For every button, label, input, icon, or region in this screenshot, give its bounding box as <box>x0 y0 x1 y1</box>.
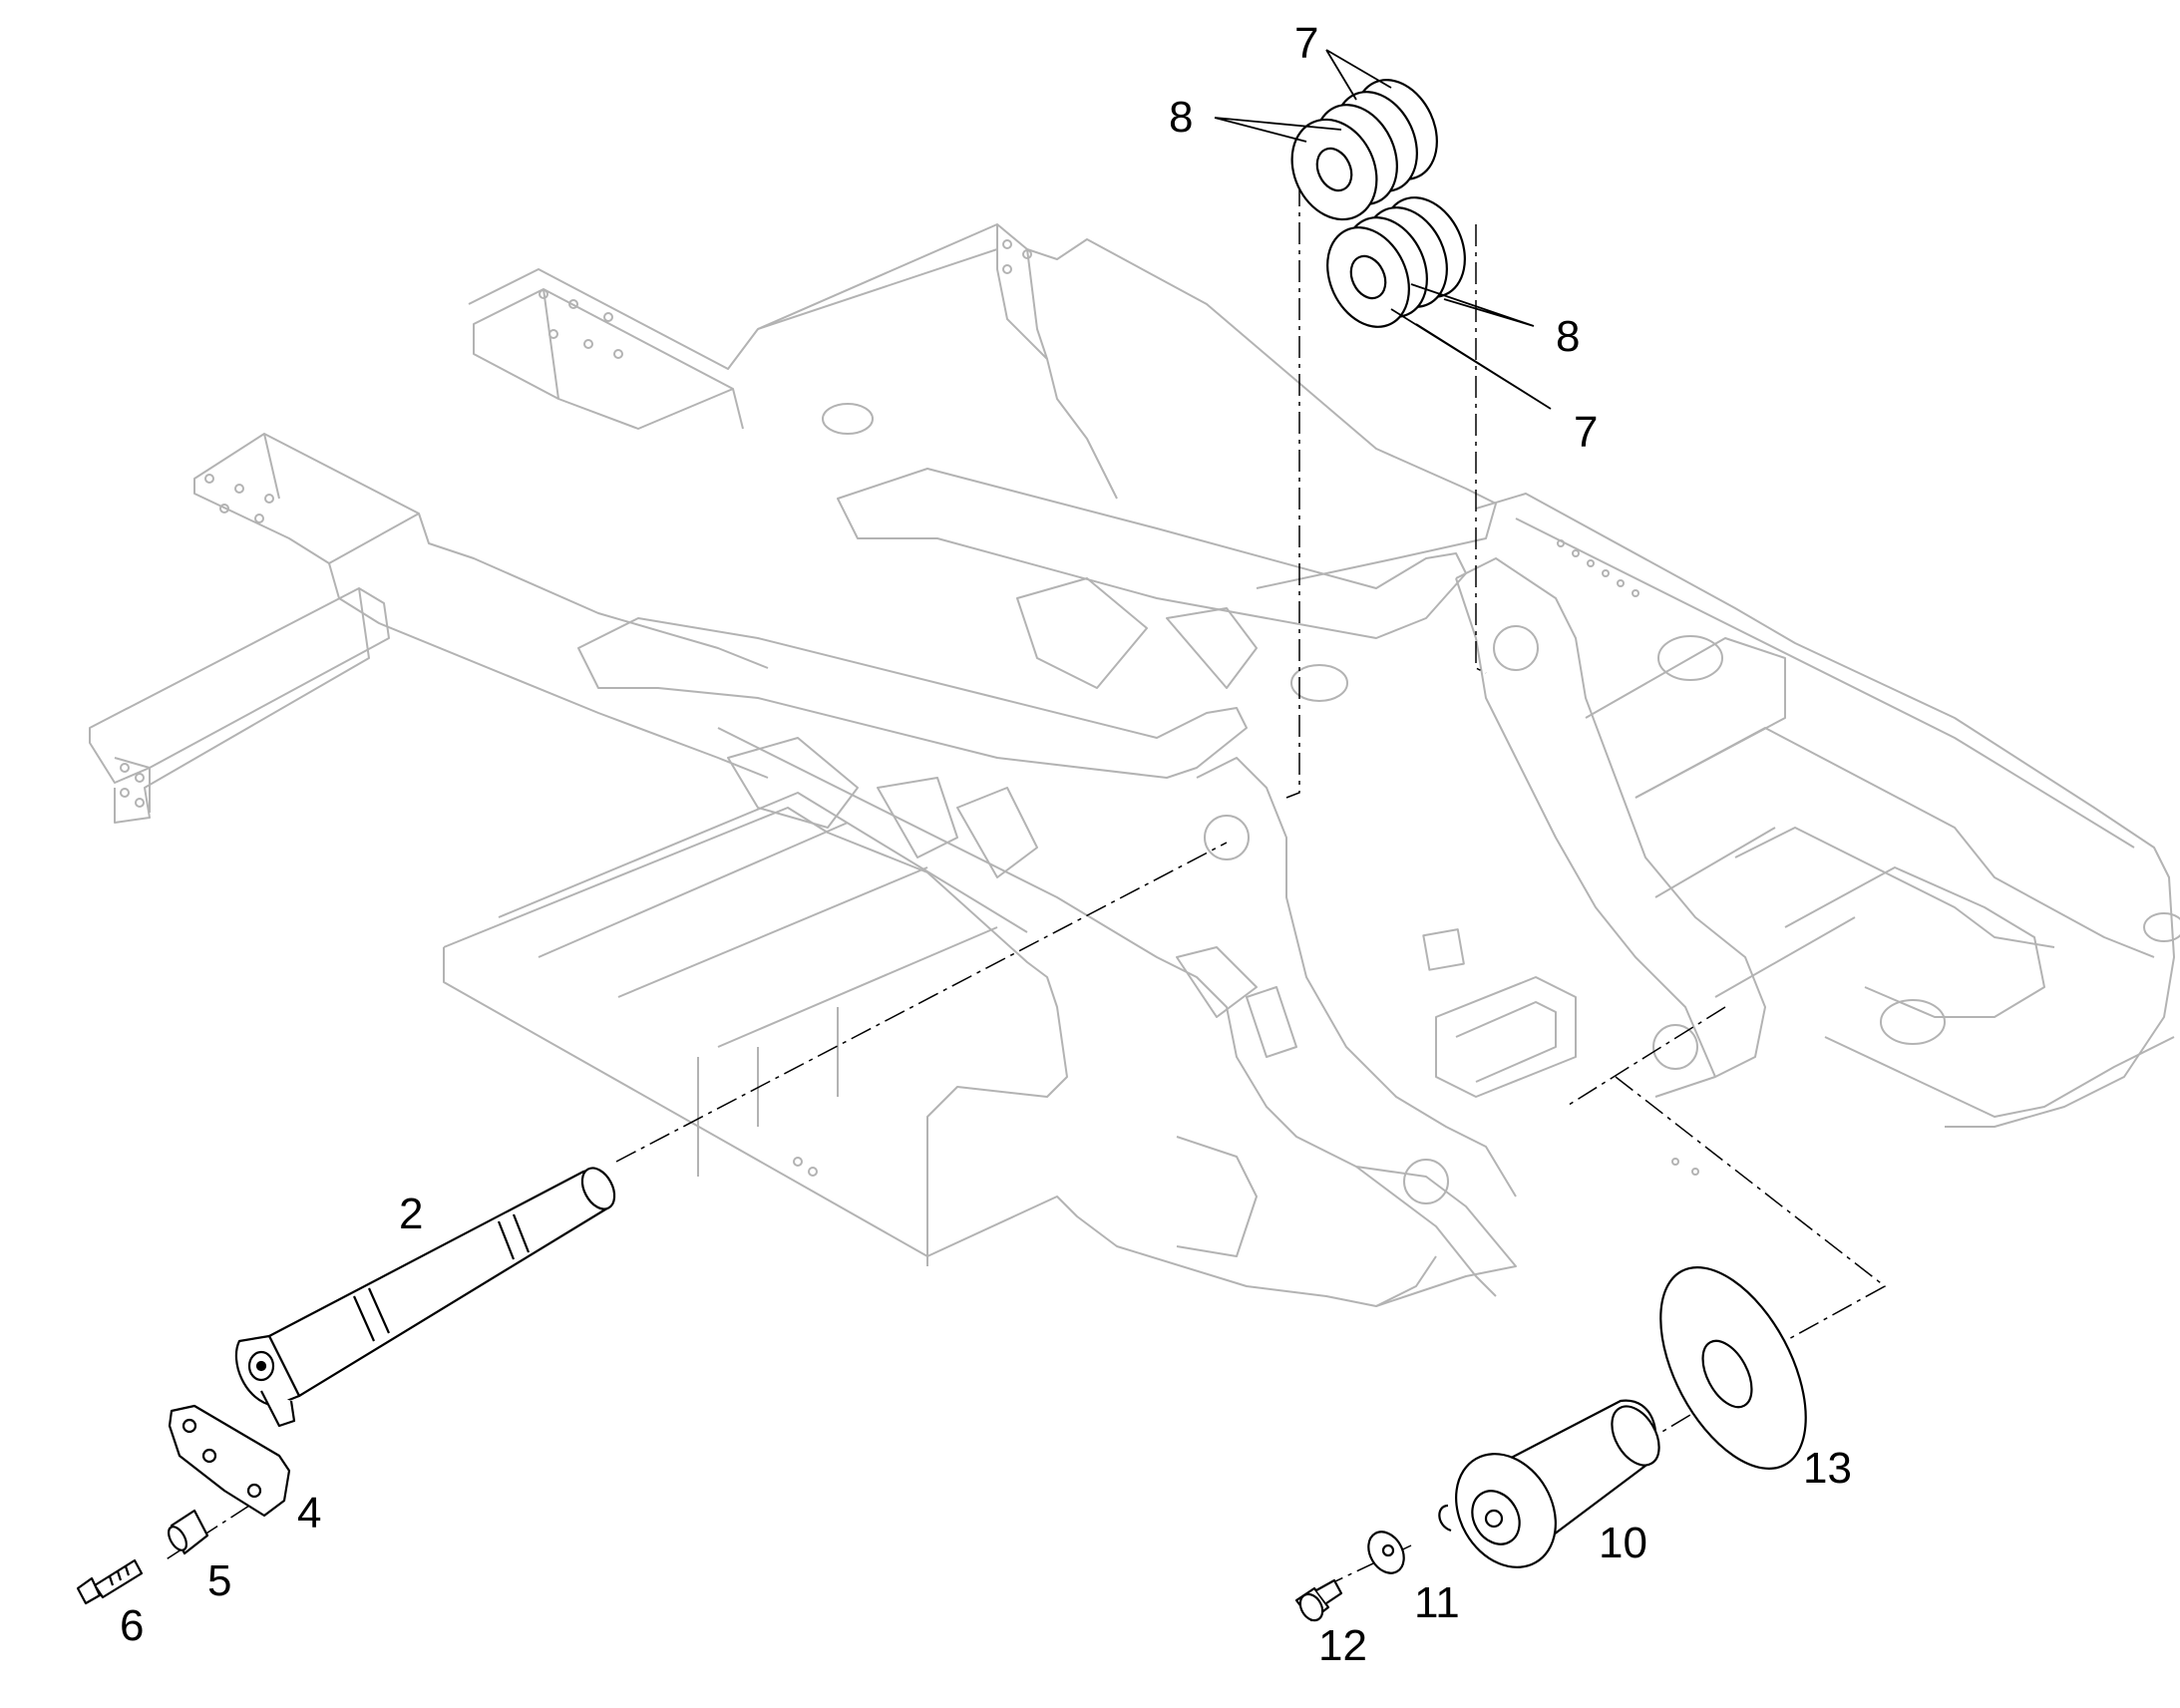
frame-rail-left <box>194 434 419 563</box>
callout-5: 5 <box>207 1556 231 1605</box>
callout-2: 2 <box>399 1190 423 1238</box>
frame-rail-upper-inner <box>474 289 733 429</box>
washer-stack-lower <box>1326 196 1466 328</box>
callout-7-lower: 7 <box>1574 408 1598 457</box>
callout-8-upper: 8 <box>1169 93 1193 142</box>
leader-8-lower <box>1410 283 1535 327</box>
guide-line-washers-upper <box>1285 184 1300 799</box>
callout-6: 6 <box>120 1601 144 1650</box>
callout-10: 10 <box>1599 1519 1647 1567</box>
frame-box <box>1436 977 1576 1097</box>
leader-lines <box>1214 49 1552 410</box>
callout-4: 4 <box>297 1489 321 1537</box>
assembly-guide-lines <box>164 184 1887 1591</box>
leader-8-upper <box>1214 117 1342 143</box>
callout-numbers: 7 8 8 7 2 4 5 6 10 11 12 13 <box>120 19 1852 1670</box>
washer-stack-upper <box>1290 79 1438 221</box>
pin-2 <box>234 1167 616 1428</box>
leader-7-upper <box>1325 49 1392 101</box>
frame-platform-left <box>444 808 1067 1256</box>
callout-12: 12 <box>1318 1621 1367 1670</box>
spacer-5 <box>168 1509 209 1555</box>
frame-arm-upper <box>838 469 1466 638</box>
callout-8-lower: 8 <box>1556 312 1580 361</box>
washer-11 <box>1367 1531 1405 1574</box>
plate-4 <box>168 1404 291 1518</box>
guide-line-pin-2 <box>615 842 1228 1163</box>
frame-pivot-hole <box>1205 816 1249 859</box>
bolt-12 <box>1294 1578 1343 1622</box>
pin-10 <box>1438 1399 1660 1568</box>
callout-7-upper: 7 <box>1294 19 1318 68</box>
guide-line-pin-10 <box>1565 1006 1887 1342</box>
frame-right <box>1476 494 2174 1127</box>
chassis-frame <box>90 224 2180 1306</box>
callout-11: 11 <box>1414 1578 1460 1627</box>
disc-13 <box>1659 1266 1807 1470</box>
bolt-6 <box>76 1558 144 1605</box>
frame-rail-upper <box>469 224 1496 588</box>
leader-7-lower <box>1390 308 1552 410</box>
guide-line-washers-lower <box>1475 224 1487 674</box>
frame-center-body <box>718 728 1516 1306</box>
frame-cross-tube-left <box>90 588 389 783</box>
parts <box>76 79 1807 1622</box>
callout-13: 13 <box>1803 1444 1852 1493</box>
